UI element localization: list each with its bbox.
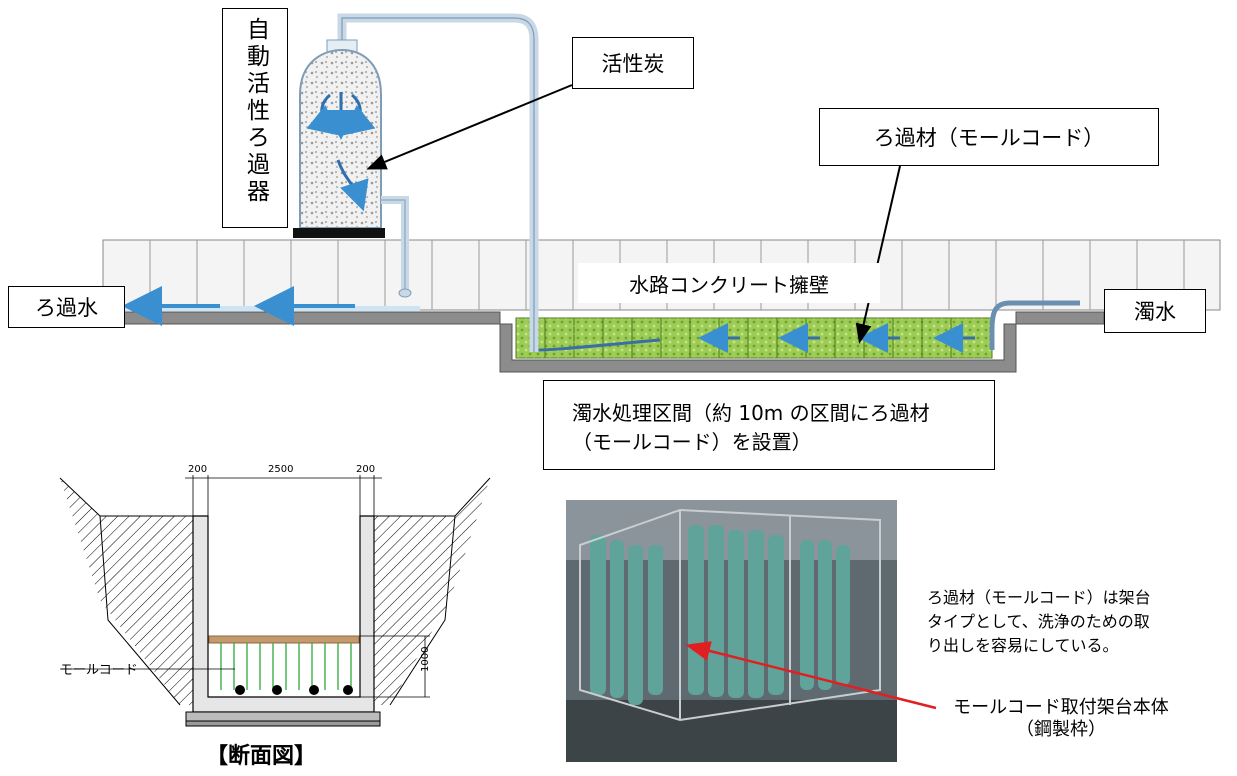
auto-activated-filter-label: 自動活性ろ過器: [222, 8, 288, 228]
photo-note-line-3: り出しを容易にしている。: [927, 636, 1119, 655]
charcoal-pointer: [366, 84, 573, 170]
mall-code-label: モールコード: [60, 663, 138, 678]
filter-rack-photo: [566, 500, 937, 762]
filter-vessel: [293, 39, 412, 298]
photo-note-line-1: ろ過材（モールコード）は架台: [927, 588, 1151, 607]
section-title: 【断面図】: [206, 744, 317, 769]
treatment-line-2: （モールコード）を設置）: [572, 430, 812, 454]
filtered-water-label: ろ過水: [8, 286, 125, 328]
frame-label: モールコード取付架台本体 （鋼製枠）: [936, 697, 1186, 741]
filter-media-label: ろ過材（モールコード）: [819, 108, 1159, 166]
cross-section-drawing: [59, 475, 491, 727]
treatment-section-label: 濁水処理区間（約 10m の区間にろ過材 （モールコード）を設置）: [543, 380, 995, 470]
inlet-pipe: [989, 300, 1080, 350]
canal-wall-label: 水路コンクリート擁壁: [578, 263, 880, 303]
dim-right: 200: [356, 464, 376, 475]
filter-media-blocks: [515, 317, 993, 359]
frame-pointer: [685, 641, 937, 710]
dim-height: 1000: [420, 646, 431, 672]
flow-arrows-trench: [534, 323, 975, 353]
frame-label-line-2: （鋼製枠）: [1016, 719, 1106, 740]
turbid-water-label: 濁水: [1104, 289, 1206, 333]
dim-center: 2500: [268, 464, 294, 475]
dim-left: 200: [188, 464, 208, 475]
photo-note-line-2: タイプとして、洗浄のための取: [927, 612, 1150, 631]
frame-label-line-1: モールコード取付架台本体: [953, 697, 1169, 718]
filter-media-pointer: [855, 165, 901, 344]
activated-carbon-label: 活性炭: [572, 37, 694, 89]
treatment-line-1: 濁水処理区間（約 10m の区間にろ過材: [572, 401, 930, 425]
photo-note: ろ過材（モールコード）は架台 タイプとして、洗浄のための取 り出しを容易にしてい…: [927, 586, 1227, 658]
